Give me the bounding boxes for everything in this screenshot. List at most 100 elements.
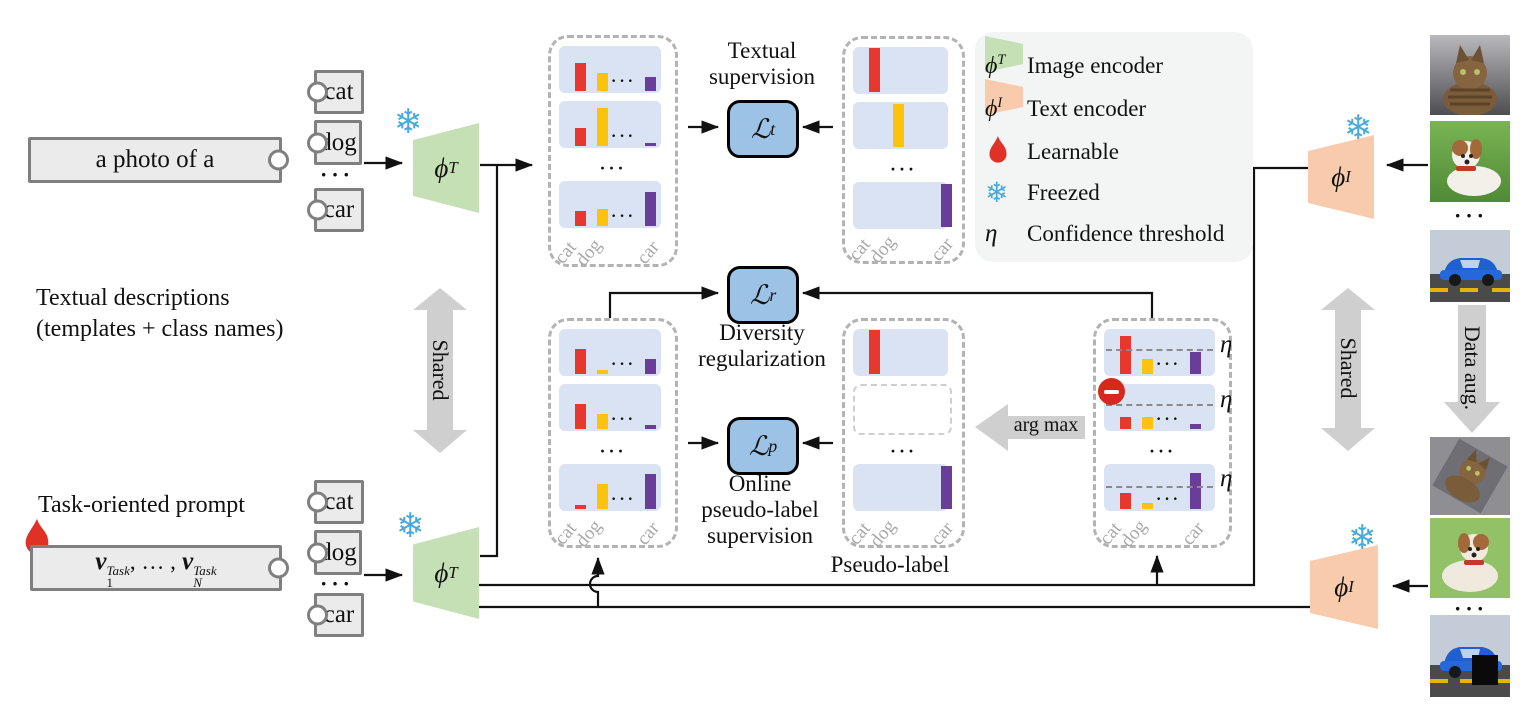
rotated-class-label: dog [865,232,901,268]
class-label: cat [324,78,354,105]
flame-icon [985,136,1027,168]
purple-bar [645,143,656,146]
eta-threshold-label: η [1220,465,1233,492]
yellow-bar [597,484,608,509]
row-ellipsis: ··· [1148,441,1176,461]
class-socket [307,132,328,153]
red-bar [869,330,880,374]
eta-threshold-label: η [1220,331,1233,358]
similarity-row: ··· [559,181,661,228]
row-ellipsis: ··· [889,441,917,461]
yellow-bar [597,108,608,146]
eta-icon: η [985,220,998,247]
class-box-car-top: car [307,188,364,232]
shared-label-right: Shared [1336,337,1361,399]
purple-bar [645,359,656,374]
class-label: car [323,196,355,223]
snowflake-icon: ❄ [394,104,423,141]
text-encoder-trapezoid-icon: ϕT [985,36,1027,80]
cat-photo [1430,35,1510,115]
photo-ellipsis-top: ··· [1453,203,1488,228]
online-pseudo-label-caption: Online pseudo-label supervision [701,471,819,548]
data-aug-label: Data aug. [1460,325,1485,411]
minus-filter-icon [1098,378,1125,405]
class-socket [307,542,328,563]
legend-item-confidence-threshold: η Confidence threshold [985,220,1225,247]
yellow-bar [597,209,608,226]
class-box-car-bottom: car [307,593,364,637]
red-bar [1120,493,1131,509]
snowflake-icon: ❄ [1344,110,1373,147]
arg-max-label: arg max [1013,414,1079,436]
class-socket [307,199,328,221]
purple-bar [941,184,952,227]
legend-item-text-encoder: ϕI Text encoder [985,79,1146,129]
augmented-car-photo [1430,615,1510,697]
snowflake-icon: ❄ [1348,520,1377,557]
class-label: cat [324,488,354,515]
class-box-dog-bottom: dog [307,530,362,575]
similarity-row: ··· [559,46,661,93]
bar-ellipsis: ··· [1156,356,1182,373]
class-box-cat-bottom: cat [307,480,364,524]
eta-threshold-label: η [1220,386,1233,413]
similarity-row [853,47,948,94]
bar-ellipsis: ··· [1156,491,1182,508]
template-prompt-box: a photo of a [28,137,289,183]
red-bar [1120,417,1131,429]
class-socket [307,81,328,103]
red-bar [869,48,880,92]
textual-supervision-caption: Textual supervision [708,38,816,89]
purple-bar [645,425,656,429]
purple-bar [1190,473,1201,509]
rotated-class-label: car [926,518,958,550]
red-bar [575,63,586,91]
rotated-class-label: dog [571,516,607,552]
class-ellipsis-top: ··· [319,162,354,187]
class-ellipsis-bottom: ··· [319,571,354,596]
class-socket [307,604,328,626]
prompt-socket [268,557,289,579]
similarity-row: ··· [1104,464,1215,511]
similarity-row: ··· [559,101,661,148]
bar-ellipsis: ··· [611,356,637,373]
shared-label-left: Shared [428,339,453,401]
image-encoder-trapezoid-icon: ϕI [985,79,1027,123]
confidence-threshold-line [1106,349,1213,351]
purple-bar [1190,352,1201,374]
class-box-dog-top: dog [307,120,362,165]
red-bar [1120,336,1131,374]
red-bar [575,404,586,429]
legend-box: ϕT Image encoder ϕI Text encoder Learnab… [975,32,1253,262]
bar-ellipsis: ··· [1156,411,1182,428]
rotated-class-label: car [632,237,664,269]
task-prompt-title: Task-oriented prompt [38,492,245,518]
bar-ellipsis: ··· [611,411,637,428]
purple-bar [645,474,656,509]
diversity-regularization-caption: Diversity regularization [698,320,826,371]
augmented-cat-photo [1430,437,1510,515]
similarity-row [853,464,952,511]
yellow-bar [597,73,608,91]
purple-bar [1190,424,1201,429]
confidence-threshold-line [1106,486,1213,488]
bar-ellipsis: ··· [611,491,637,508]
rotated-class-label: dog [1116,516,1152,552]
dog-photo [1430,121,1510,202]
yellow-bar [597,370,608,374]
car-photo [1430,230,1510,302]
row-ellipsis: ··· [889,159,917,179]
yellow-bar [893,104,904,147]
